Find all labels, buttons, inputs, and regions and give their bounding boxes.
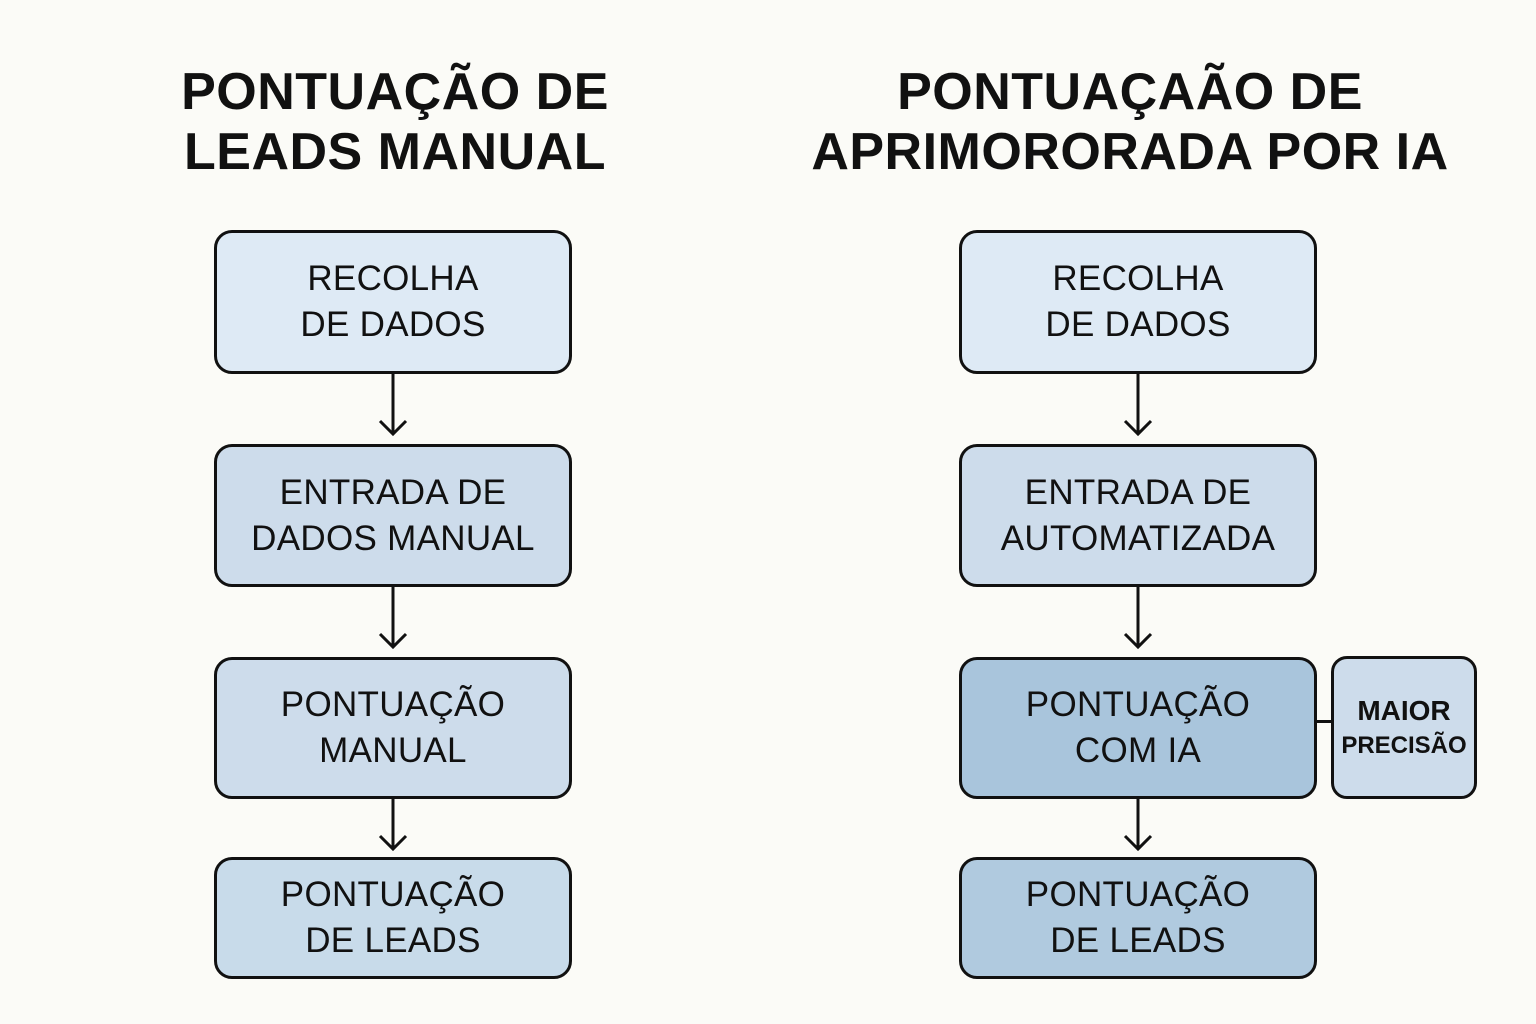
step-label-line: PONTUAÇÃO	[1025, 875, 1251, 914]
arrow-down-icon	[1123, 374, 1153, 437]
step-label-line: RECOLHA	[307, 259, 479, 298]
arrow-down-icon	[378, 799, 408, 852]
ai-title-line-2: APRIMORORADA POR IA	[811, 123, 1449, 181]
step-label-line: DE LEADS	[305, 921, 481, 960]
step-label-line: DADOS MANUAL	[251, 518, 535, 558]
step-label-line: DE LEADS	[1050, 921, 1226, 960]
manual-title-line-1: PONTUAÇÃO DE	[181, 63, 609, 121]
manual-title-line-2: LEADS MANUAL	[184, 123, 606, 181]
step-label-line: ENTRADA DE	[1024, 472, 1252, 512]
manual-step-manual-data-entry: ENTRADA DE DADOS MANUAL	[214, 444, 572, 587]
manual-step-data-collection: RECOLHA DE DADOS	[214, 230, 572, 374]
arrow-down-icon	[378, 374, 408, 437]
side-note-connector	[1317, 720, 1331, 723]
step-label-line: AUTOMATIZADA	[1000, 518, 1276, 558]
ai-step-automated-entry: ENTRADA DE AUTOMATIZADA	[959, 444, 1317, 587]
ai-step-lead-scoring: PONTUAÇÃO DE LEADS	[959, 857, 1317, 979]
step-label-line: PONTUAÇÃO	[280, 875, 506, 914]
step-label-line: COM IA	[1074, 731, 1202, 770]
ai-title-line-1: PONTUAÇAÃO DE	[897, 63, 1363, 121]
ai-scoring-title: PONTUAÇAÃO DE APRIMORORADA POR IA	[770, 62, 1490, 182]
ai-step-ai-scoring: PONTUAÇÃO COM IA	[959, 657, 1317, 799]
higher-accuracy-note: MAIOR PRECISÃO	[1331, 656, 1477, 799]
step-label-line: DE DADOS	[300, 305, 486, 344]
step-label-line: PONTUAÇÃO	[280, 685, 506, 724]
arrow-down-icon	[1123, 799, 1153, 852]
arrow-down-icon	[378, 587, 408, 650]
manual-step-manual-scoring: PONTUAÇÃO MANUAL	[214, 657, 572, 799]
step-label-line: ENTRADA DE	[279, 472, 507, 512]
side-note-line-1: MAIOR	[1357, 694, 1451, 726]
side-note-line-2: PRECISÃO	[1341, 731, 1467, 759]
manual-step-lead-scoring: PONTUAÇÃO DE LEADS	[214, 857, 572, 979]
arrow-down-icon	[1123, 587, 1153, 650]
manual-scoring-title: PONTUAÇÃO DE LEADS MANUAL	[90, 62, 700, 182]
step-label-line: MANUAL	[319, 731, 467, 770]
step-label-line: DE DADOS	[1045, 305, 1231, 344]
step-label-line: PONTUAÇÃO	[1025, 685, 1251, 724]
ai-step-data-collection: RECOLHA DE DADOS	[959, 230, 1317, 374]
step-label-line: RECOLHA	[1052, 259, 1224, 298]
